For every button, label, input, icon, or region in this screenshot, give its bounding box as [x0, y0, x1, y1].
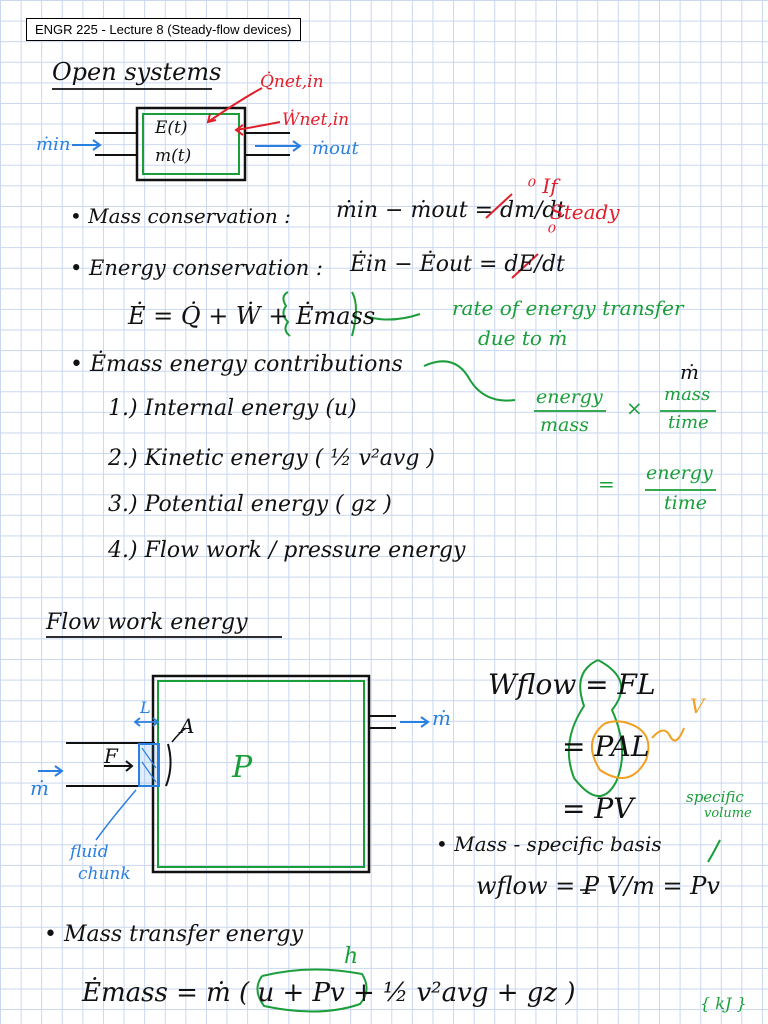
emass-squiggle	[364, 313, 421, 321]
label-w-net-in: Ẇnet,in	[282, 110, 350, 130]
mass-transfer-energy: • Mass transfer energy	[44, 922, 304, 947]
label-area: A	[180, 714, 195, 738]
wflow-equation: Wflow = FL	[488, 668, 656, 701]
specific-volume-2: volume	[704, 806, 752, 821]
control-volume-boundary	[142, 113, 240, 175]
zero-mark: ⁰	[548, 220, 557, 244]
inlet-outlet-pipes	[95, 132, 290, 156]
al-loop	[591, 720, 650, 779]
specific-volume-1: specific	[686, 788, 744, 806]
area-pointer	[171, 727, 187, 743]
energy-conservation-eq: Ėin − Ėout = dE/dt	[350, 252, 565, 277]
time-word: time	[668, 412, 709, 433]
fl-loop	[567, 659, 624, 798]
wflow-specific-eq: wflow = P V/m = Pv	[476, 872, 720, 900]
box-energy-label: E(t)	[155, 118, 188, 138]
label-volume: V	[690, 694, 705, 718]
page-title: ENGR 225 - Lecture 8 (Steady-flow device…	[26, 18, 301, 41]
heading-open-systems: Open systems	[52, 58, 222, 86]
energy-conservation-label: • Energy conservation :	[70, 256, 323, 280]
time-word-2: time	[664, 492, 707, 514]
control-volume-box	[135, 106, 247, 182]
item-internal-energy: 1.) Internal energy (u)	[108, 396, 357, 421]
length-arrow	[133, 717, 160, 727]
times-sign: ×	[626, 396, 643, 420]
mdot-top-label: ṁ	[680, 360, 699, 384]
spec-vol-arrow	[707, 839, 721, 863]
label-pressure: P	[232, 750, 253, 785]
item-potential-energy: 3.) Potential energy ( gz )	[108, 492, 392, 517]
energy-word-2: energy	[646, 462, 713, 484]
label-mdot-right: ṁ	[432, 706, 451, 730]
eq-pal: = PAL	[562, 730, 650, 763]
area-curve	[165, 743, 172, 787]
heading-flow-work: Flow work energy	[46, 610, 248, 635]
strike-dm	[485, 193, 513, 219]
force-arrow	[104, 760, 134, 772]
fluid-label-1: fluid	[70, 842, 109, 862]
v-squiggle	[651, 727, 685, 742]
rate-note-line1: rate of energy transfer	[452, 296, 684, 320]
label-q-net-in: Q̇net,in	[260, 72, 324, 92]
if-steady-line2: Steady	[550, 200, 620, 224]
outlet-arrow	[255, 140, 302, 152]
mass-word-2: mass	[664, 384, 711, 405]
equals-sign: =	[598, 472, 615, 496]
mass-word: mass	[540, 414, 589, 436]
contrib-arrow	[423, 360, 516, 402]
if-steady-line1: ⁰ If	[528, 174, 558, 198]
fluid-label-2: chunk	[78, 864, 131, 884]
rate-note-line2: due to ṁ	[478, 326, 568, 350]
mass-conservation-label: • Mass conservation :	[70, 204, 291, 228]
emass-contributions: • Ėmass energy contributions	[70, 352, 403, 377]
flow-pipes	[66, 715, 396, 787]
item-kinetic-energy: 2.) Kinetic energy ( ½ v²avg )	[108, 446, 435, 471]
eq-pv: = PV	[562, 792, 634, 825]
work-arrow	[234, 121, 281, 136]
flow-box	[151, 674, 371, 874]
item-flow-work: 4.) Flow work / pressure energy	[108, 538, 466, 563]
label-force: F	[104, 744, 118, 768]
label-length: L	[140, 698, 151, 717]
strike-de	[511, 253, 539, 279]
enthalpy-loop	[256, 968, 368, 1013]
box-mass-label: m(t)	[155, 146, 192, 166]
mass-conservation-eq: ṁin − ṁout = dm/dt	[336, 198, 566, 223]
emass-equation: Ėmass = ṁ ( u + Pv + ½ v²avg + gz )	[82, 978, 576, 1008]
inlet-arrow	[72, 139, 102, 151]
flow-in-arrow	[38, 765, 64, 777]
emass-brace	[282, 291, 357, 337]
enthalpy-h-label: h	[344, 944, 359, 969]
chunk-pointer	[95, 789, 137, 841]
edot-equation: Ė = Q̇ + Ẇ + Ėmass	[128, 302, 376, 330]
mass-specific-basis: • Mass - specific basis	[436, 832, 662, 856]
flow-out-arrow	[400, 716, 430, 728]
heat-arrow	[206, 87, 263, 124]
fluid-chunk	[138, 743, 160, 787]
flow-box-boundary	[157, 680, 365, 868]
label-mdot-left: ṁ	[30, 776, 49, 800]
chunk-hatch	[141, 747, 157, 783]
units-label: { kJ }	[700, 994, 747, 1013]
label-mdot-out: ṁout	[312, 138, 359, 159]
label-mdot-in: ṁin	[36, 134, 71, 155]
energy-word: energy	[536, 386, 603, 408]
